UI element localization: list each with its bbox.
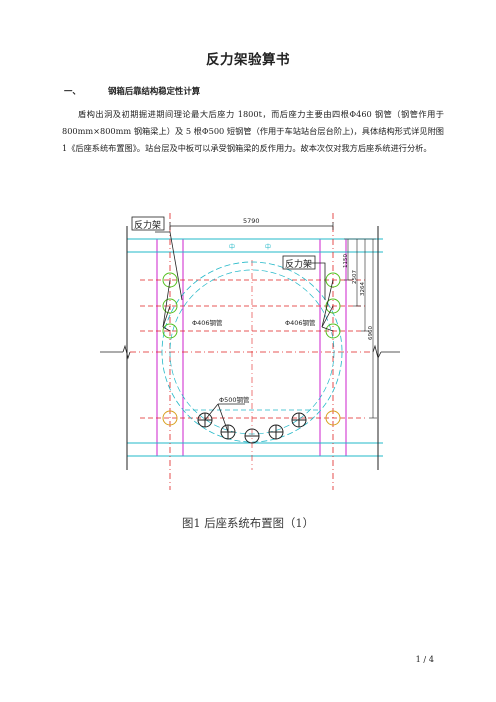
pipe-500-label: Φ500钢管 xyxy=(219,395,250,404)
pipe-406-right-1 xyxy=(325,272,341,288)
beam-marker: 中 xyxy=(229,243,235,251)
pipe-406-right-3 xyxy=(325,323,341,339)
beam-marker-2: 中 xyxy=(265,243,271,251)
document-title: 反力架验算书 xyxy=(206,52,290,68)
page-number: 1 / 4 xyxy=(415,654,434,664)
break-symbol-left xyxy=(122,344,131,360)
dim-6960: 6960 xyxy=(368,326,374,340)
phi406-pipes xyxy=(162,272,341,339)
pipe-406-left-3 xyxy=(162,323,178,339)
figure-caption: 图1 后座系统布置图（1） xyxy=(181,516,315,530)
top-dimension-value: 5790 xyxy=(243,217,260,225)
tunnel-outline-inner xyxy=(169,269,335,435)
right-frame-label: 反力架 xyxy=(285,258,312,270)
phi406-bottom-pipes xyxy=(162,410,341,426)
pipe-406-left-2 xyxy=(162,298,178,314)
section-heading-text: 钢箱后靠结构稳定性计算 xyxy=(108,86,201,96)
right-frame-label-box: 反力架 xyxy=(282,255,316,270)
pipe-406-left-1 xyxy=(162,272,178,288)
left-frame-label: 反力架 xyxy=(134,219,161,231)
pipe-bottom-left xyxy=(162,410,178,426)
body-paragraph: 盾构出洞及初期掘进期间理论最大后座力 1800t，而后座力主要由四根Φ460 钢… xyxy=(62,109,444,153)
dim-3264: 3264 xyxy=(360,282,366,296)
pipe-bottom-right xyxy=(325,410,341,426)
pipe-406-label-left: Φ406钢管 xyxy=(192,318,223,327)
tunnel-outline-outer xyxy=(161,261,343,443)
section-number: 一、 xyxy=(64,86,81,96)
left-frame-label-box: 反力架 xyxy=(131,216,165,231)
dim-1150: 1150 xyxy=(343,254,349,268)
phi500-pipes xyxy=(197,412,307,444)
break-symbol-right xyxy=(372,344,382,360)
dim-2507: 2507 xyxy=(352,270,358,284)
pipe-406-label-right: Φ406钢管 xyxy=(285,318,316,327)
top-dimension xyxy=(169,222,334,230)
leader-lines xyxy=(155,231,334,433)
pipe-406-right-2 xyxy=(325,298,341,314)
right-dimensions xyxy=(344,238,377,419)
section-heading: 一、 钢箱后靠结构稳定性计算 xyxy=(64,85,200,97)
